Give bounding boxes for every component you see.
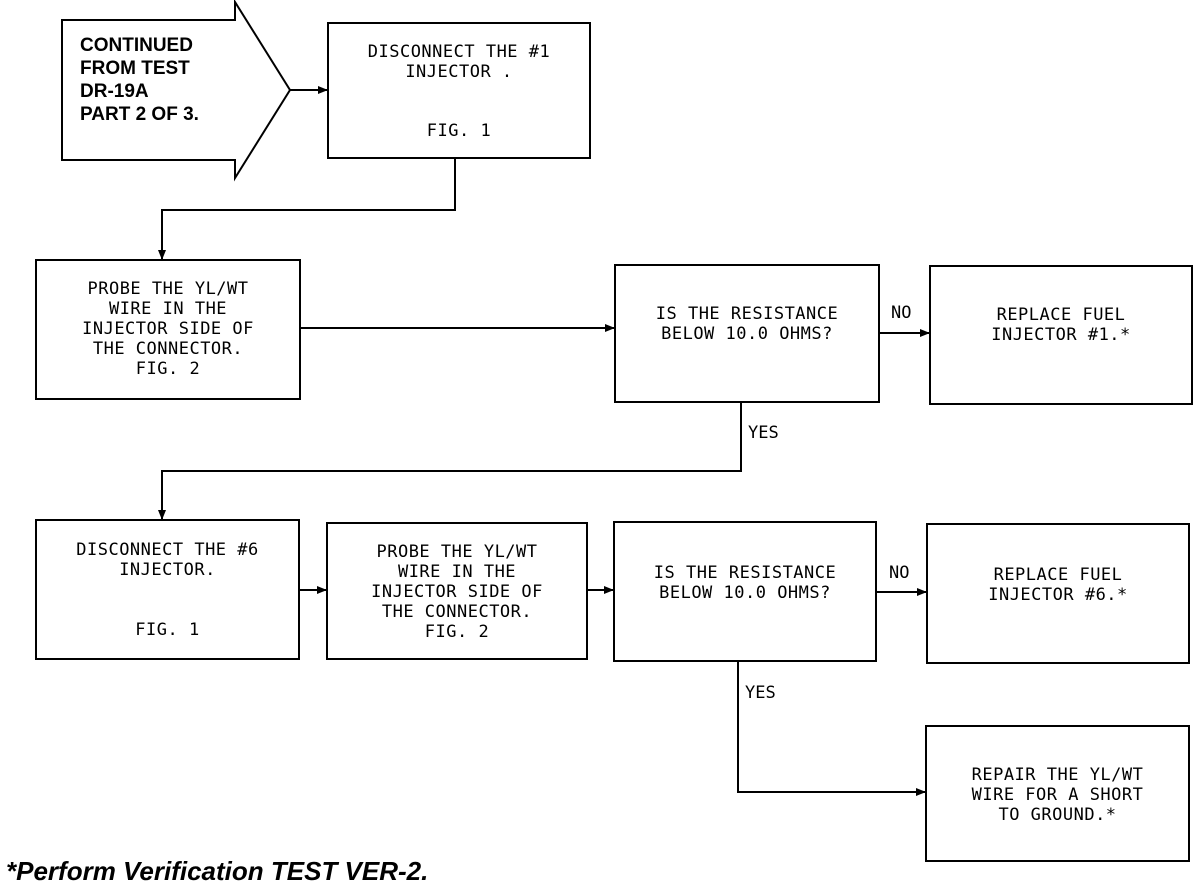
footnote-verification: *Perform Verification TEST VER-2. [6, 856, 429, 886]
step-disconnect-injector-1: DISCONNECT THE #1 INJECTOR . FIG. 1 [327, 22, 591, 159]
step-probe-wire-injector-6-text: PROBE THE YL/WT WIRE IN THE INJECTOR SID… [371, 542, 543, 642]
result-replace-injector-6: REPLACE FUEL INJECTOR #6.* [926, 523, 1190, 664]
label-yes-decision-1: YES [748, 423, 779, 443]
step-disconnect-injector-6-fig: FIG. 1 [135, 620, 200, 640]
arrow-disconnect-1-to-probe-1 [158, 158, 456, 260]
decision-resistance-injector-6-text: IS THE RESISTANCE BELOW 10.0 OHMS? [653, 563, 837, 603]
step-disconnect-injector-6-text: DISCONNECT THE #6 INJECTOR. [76, 540, 259, 580]
label-yes-decision-6: YES [745, 683, 776, 703]
arrow-decision-1-to-disconnect-6 [158, 402, 742, 520]
result-replace-injector-1-text: REPLACE FUEL INJECTOR #1.* [991, 305, 1131, 345]
arrow-decision-6-to-repair [737, 660, 926, 796]
result-replace-injector-6-text: REPLACE FUEL INJECTOR #6.* [988, 565, 1128, 605]
step-disconnect-injector-6: DISCONNECT THE #6 INJECTOR. FIG. 1 [35, 519, 300, 660]
result-repair-wire-short: REPAIR THE YL/WT WIRE FOR A SHORT TO GRO… [925, 725, 1190, 862]
step-disconnect-injector-1-fig: FIG. 1 [426, 121, 492, 141]
decision-resistance-injector-1: IS THE RESISTANCE BELOW 10.0 OHMS? [614, 264, 880, 403]
start-arrow-shape [61, 0, 292, 182]
step-probe-wire-injector-1: PROBE THE YL/WT WIRE IN THE INJECTOR SID… [35, 259, 301, 400]
step-probe-wire-injector-1-text: PROBE THE YL/WT WIRE IN THE INJECTOR SID… [82, 279, 254, 379]
label-no-decision-6: NO [889, 563, 910, 583]
decision-resistance-injector-6: IS THE RESISTANCE BELOW 10.0 OHMS? [613, 521, 877, 662]
decision-resistance-injector-1-text: IS THE RESISTANCE BELOW 10.0 OHMS? [655, 304, 839, 344]
step-disconnect-injector-1-text: DISCONNECT THE #1 INJECTOR . [367, 42, 551, 82]
label-no-decision-1: NO [891, 303, 912, 323]
result-repair-wire-short-text: REPAIR THE YL/WT WIRE FOR A SHORT TO GRO… [971, 765, 1144, 825]
step-probe-wire-injector-6: PROBE THE YL/WT WIRE IN THE INJECTOR SID… [326, 522, 588, 660]
start-continued-text: CONTINUED FROM TEST DR-19A PART 2 OF 3. [80, 35, 199, 125]
result-replace-injector-1: REPLACE FUEL INJECTOR #1.* [929, 265, 1193, 405]
